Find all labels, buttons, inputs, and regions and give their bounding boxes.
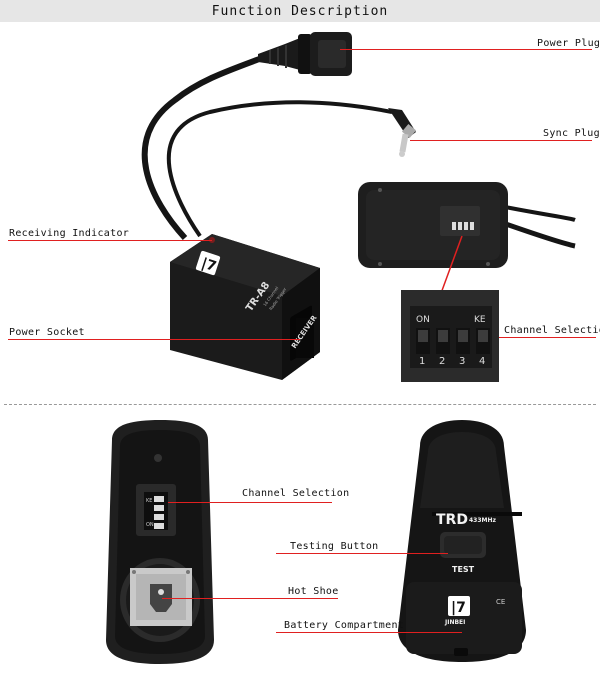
label-testing-button: Testing Button xyxy=(290,541,379,552)
leader-hot-shoe xyxy=(162,598,338,599)
leader-channel-selection-top xyxy=(499,337,596,338)
test-label: TEST xyxy=(452,565,475,574)
svg-text:CE: CE xyxy=(496,598,505,606)
dip-ke-label: KE xyxy=(474,315,486,325)
leader-power-plug xyxy=(340,49,592,50)
trd-model: TRD xyxy=(436,512,468,528)
leader-receiving-indicator xyxy=(8,240,212,241)
dip-number-2: 2 xyxy=(439,356,445,367)
svg-text:KE: KE xyxy=(146,498,152,504)
sync-cable xyxy=(166,100,393,238)
header-bar: Function Description xyxy=(0,0,600,22)
leader-sync-plug xyxy=(410,140,592,141)
label-receiving-indicator: Receiving Indicator xyxy=(9,228,130,239)
leader-battery-compartment xyxy=(276,632,462,633)
battery-compartment-door[interactable] xyxy=(406,582,522,654)
dip-number-4: 4 xyxy=(479,356,485,367)
label-power-plug: Power Plug xyxy=(537,38,600,49)
label-hot-shoe: Hot Shoe xyxy=(288,586,339,597)
power-plug xyxy=(258,32,352,76)
svg-text:|7: |7 xyxy=(451,600,466,616)
label-channel-selection-top: Channel Selection xyxy=(504,325,600,336)
dip-on-label: ON xyxy=(416,315,430,325)
label-battery-compartment: Battery Compartment xyxy=(284,620,405,631)
leader-power-socket xyxy=(8,339,300,340)
jinbei-logo-icon xyxy=(448,596,470,616)
receiver-body: |7 TR-A8 16 Channel Radio Trigger RECEIV… xyxy=(170,234,320,380)
label-channel-selection-bottom: Channel Selection xyxy=(242,488,350,499)
svg-text:ON: ON xyxy=(146,522,154,528)
dip-number-1: 1 xyxy=(419,356,425,367)
brand-logo-icon xyxy=(195,250,221,276)
trd-brand: JINBEI xyxy=(444,619,465,626)
power-cable xyxy=(141,55,264,241)
label-sync-plug: Sync Plug xyxy=(543,128,600,139)
label-power-socket: Power Socket xyxy=(9,327,85,338)
receiving-indicator-led xyxy=(209,237,215,243)
dip-number-3: 3 xyxy=(459,356,465,367)
trd-frequency: 433MHz xyxy=(469,517,497,524)
trd-transmitter: TRD 433MHz TEST |7 JINBEI CE xyxy=(398,420,526,662)
svg-text:|7: |7 xyxy=(199,255,218,275)
leader-testing-button xyxy=(276,553,448,554)
dip-switch-closeup: ON KE 1 2 3 4 xyxy=(401,290,499,382)
leader-channel-selection-bottom xyxy=(168,502,332,503)
hotshoe-receiver: KE ON xyxy=(106,420,214,664)
sync-plug xyxy=(388,108,417,157)
page-title: Function Description xyxy=(211,3,389,19)
section-divider xyxy=(4,404,596,405)
receiver-back xyxy=(358,182,576,268)
